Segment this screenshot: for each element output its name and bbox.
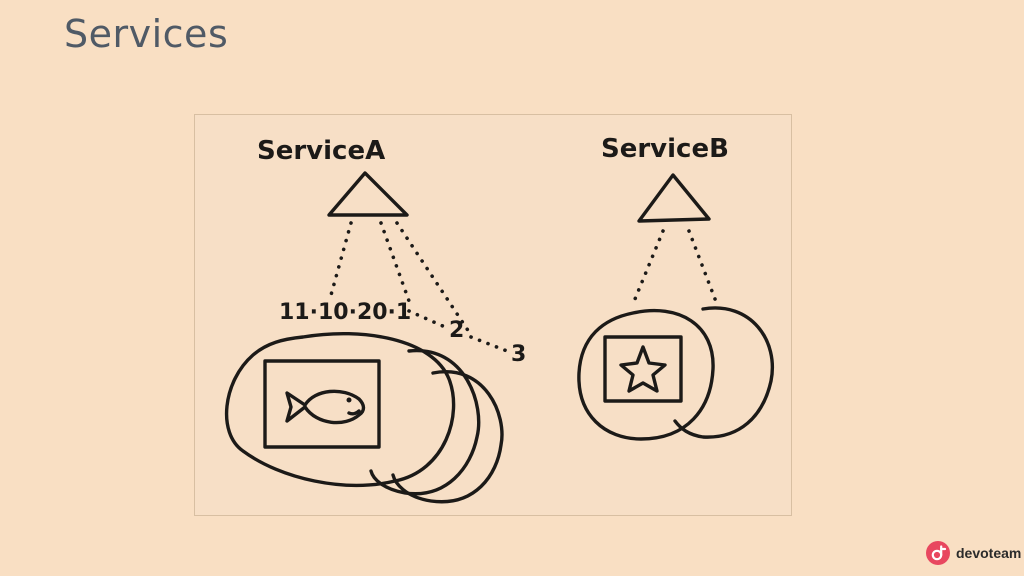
service-a-triangle-icon [327,171,409,217]
service-b-link-2 [687,229,717,301]
service-a-link-4 [407,309,447,329]
service-b-pod-back [673,306,774,439]
devoteam-logo: devoteam [926,541,1021,565]
service-b-container-box [603,335,683,403]
whiteboard-sketch: ServiceA 11·10·20·1 2 3 ServiceB [194,114,792,516]
replica-label-2: 2 [449,318,464,343]
fish-icon [285,389,366,425]
service-a-link-1 [329,221,353,297]
service-a-label: ServiceA [257,136,385,166]
services-diagram: ServiceA 11·10·20·1 2 3 ServiceB [224,134,774,504]
service-a-link-5 [469,335,509,353]
devoteam-logo-text: devoteam [956,545,1022,561]
slide-title: Services [64,12,229,56]
star-icon [619,345,667,393]
pod-ip-label: 11·10·20·1 [279,300,411,325]
service-a-link-2 [379,221,411,303]
service-b-label: ServiceB [601,134,729,164]
service-b-pod-front [577,308,715,441]
service-a-container-box [263,359,381,449]
service-b-link-1 [633,229,665,301]
service-b-triangle-icon [637,173,711,223]
replica-label-3: 3 [511,342,526,367]
devoteam-logo-icon [926,541,950,565]
service-a-pod-front [224,331,456,488]
service-a-pod-back-1 [369,349,481,496]
